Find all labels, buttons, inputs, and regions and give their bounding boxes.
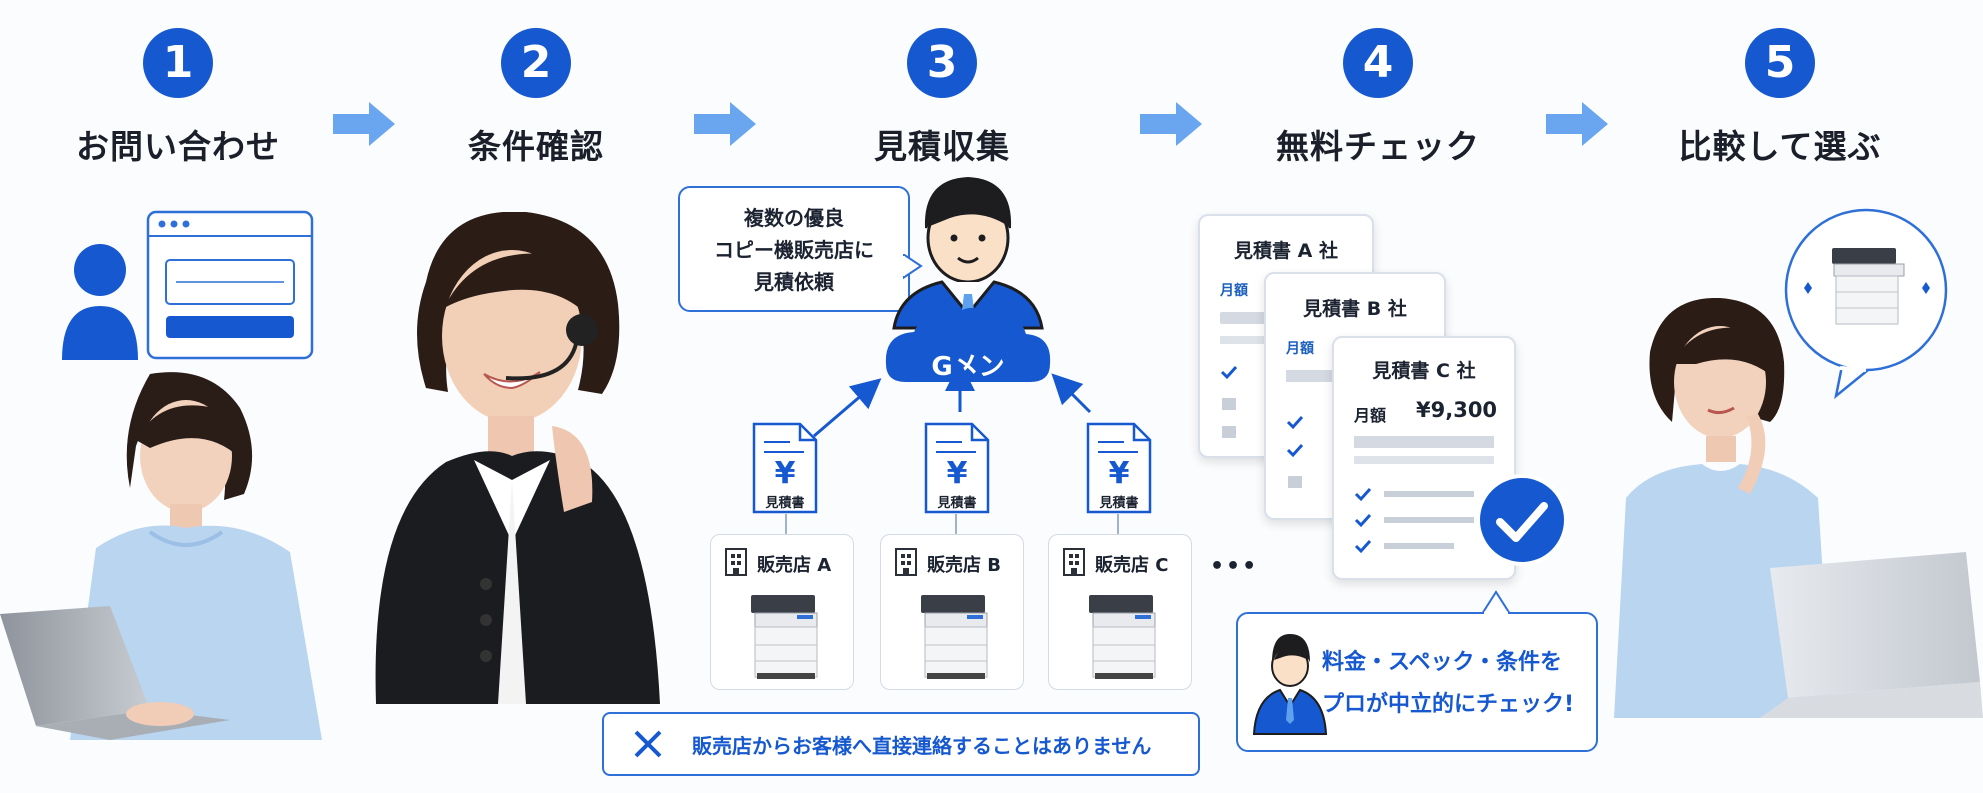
store-label: 販売店 A xyxy=(757,555,832,576)
copier-icon xyxy=(1089,595,1156,679)
neutral-check-callout: 料金・スペック・条件を プロが中立的にチェック! xyxy=(1236,612,1598,752)
notice-text: 販売店からお客様へ直接連絡することはありません xyxy=(692,734,1152,758)
customer-comparing-photo xyxy=(1614,298,1983,718)
step-5: 5 比較して選ぶ xyxy=(1630,28,1930,168)
step-4: 4 無料チェック xyxy=(1228,28,1528,168)
checklist-icon xyxy=(1354,487,1474,554)
more-stores-ellipsis: ••• xyxy=(1210,554,1259,579)
callout-line: 料金・スペック・条件を xyxy=(1322,650,1563,675)
building-icon xyxy=(725,548,747,576)
cross-icon xyxy=(634,730,662,758)
estimate-icon-label: 見積書 xyxy=(1099,496,1139,511)
web-form-icon xyxy=(62,210,314,360)
step-label: お問い合わせ xyxy=(76,127,280,166)
step-1: 1 お問い合わせ xyxy=(28,28,328,168)
arrow-right-icon xyxy=(1546,102,1608,146)
expert-agent-icon xyxy=(1252,634,1328,735)
yen-document-icon xyxy=(752,422,818,514)
yen-document-icon xyxy=(1086,422,1152,514)
callout-tail xyxy=(1480,590,1512,614)
estimate-doc-b: ¥ 見積書 xyxy=(922,420,992,516)
step-number: 1 xyxy=(143,28,213,98)
step-number: 3 xyxy=(907,28,977,98)
step-label: 比較して選ぶ xyxy=(1678,127,1882,166)
estimate-doc-c: ¥ 見積書 xyxy=(1084,420,1154,516)
yen-document-icon xyxy=(924,422,990,514)
bubble-line: 複数の優良 xyxy=(744,206,844,230)
arrow-right-icon xyxy=(333,102,395,146)
gmen-agent-icon xyxy=(885,176,1051,382)
connector-lines xyxy=(785,514,1119,534)
store-card-b: 販売店 B xyxy=(880,534,1024,690)
building-icon xyxy=(895,548,917,576)
estimate-doc-a: ¥ 見積書 xyxy=(750,420,820,516)
store-label: 販売店 C xyxy=(1095,555,1169,576)
store-card-c: 販売店 C xyxy=(1048,534,1192,690)
store-label: 販売店 B xyxy=(927,555,1001,576)
flow-arrows xyxy=(813,368,1092,438)
monthly-label: 月額 xyxy=(1354,406,1387,425)
monthly-label: 月額 xyxy=(1286,341,1314,357)
quote-title: 見積書 A 社 xyxy=(1234,240,1338,262)
arrow-right-icon xyxy=(694,102,756,146)
step-label: 条件確認 xyxy=(468,127,604,166)
checklist-icon xyxy=(1286,415,1304,488)
customer-laptop-photo xyxy=(0,372,322,740)
step-number: 2 xyxy=(501,28,571,98)
bubble-line: コピー機販売店に xyxy=(714,238,874,262)
store-card-a: 販売店 A xyxy=(710,534,854,690)
step-label: 見積収集 xyxy=(874,127,1010,166)
no-contact-notice: 販売店からお客様へ直接連絡することはありません xyxy=(602,712,1200,776)
estimate-icon-label: 見積書 xyxy=(937,496,977,511)
estimate-icon-label: 見積書 xyxy=(765,496,805,511)
copier-icon xyxy=(751,595,818,679)
quote-title: 見積書 C 社 xyxy=(1372,360,1476,382)
arrow-right-icon xyxy=(1140,102,1202,146)
copier-icon xyxy=(921,595,988,679)
copier-thought-bubble xyxy=(1784,208,1948,400)
building-icon xyxy=(1063,548,1085,576)
quote-title: 見積書 B 社 xyxy=(1303,298,1407,320)
step-number: 5 xyxy=(1745,28,1815,98)
checklist-icon xyxy=(1220,365,1238,438)
operator-headset-photo xyxy=(375,212,660,704)
step-3: 3 見積収集 xyxy=(792,28,1092,168)
yen-symbol: ¥ xyxy=(1108,456,1130,491)
monthly-label: 月額 xyxy=(1220,283,1248,299)
check-badge-icon xyxy=(1476,474,1568,566)
yen-symbol: ¥ xyxy=(946,456,968,491)
step-2: 2 条件確認 xyxy=(386,28,686,168)
bubble-tail xyxy=(903,254,923,280)
request-bubble: 複数の優良 コピー機販売店に 見積依頼 xyxy=(678,186,910,312)
yen-symbol: ¥ xyxy=(774,456,796,491)
quote-amount: ¥9,300 xyxy=(1416,398,1498,422)
step-label: 無料チェック xyxy=(1276,127,1480,166)
step-number: 4 xyxy=(1343,28,1413,98)
bubble-line: 見積依頼 xyxy=(754,270,834,294)
callout-line: プロが中立的にチェック! xyxy=(1322,692,1575,717)
